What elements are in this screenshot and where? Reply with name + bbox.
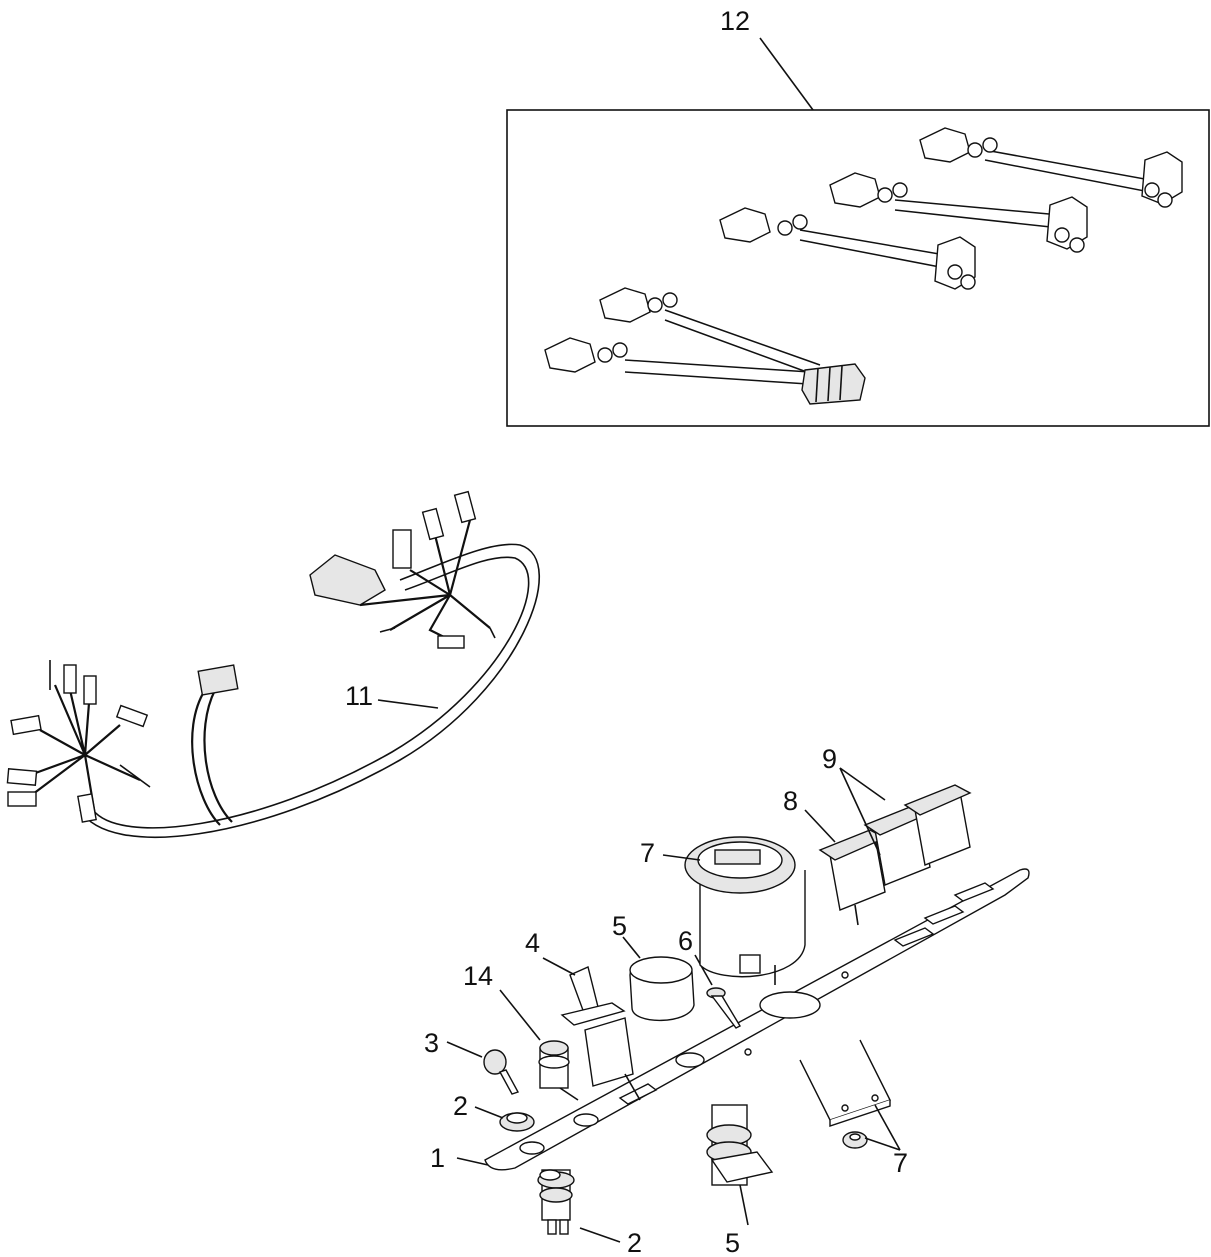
power-outlet <box>706 1104 774 1186</box>
mounting-screw <box>706 987 741 1029</box>
leader-6 <box>694 954 713 986</box>
callout-7-lower: 7 <box>893 1148 908 1178</box>
callout-7-upper: 7 <box>640 838 655 868</box>
leader-7b <box>874 1104 901 1151</box>
dash-panel-assembly <box>446 767 1030 1243</box>
dash-panel <box>484 868 1030 1171</box>
leader-2b <box>579 1227 621 1243</box>
toggle-switch <box>560 966 641 1101</box>
hex-nut <box>842 1131 868 1149</box>
callout-14: 14 <box>463 961 493 991</box>
leader-8 <box>804 809 836 843</box>
leader-11 <box>377 699 439 709</box>
key-switch <box>537 1169 575 1235</box>
callout-2-lower: 2 <box>627 1228 642 1257</box>
callout-11: 11 <box>345 681 373 711</box>
callout-8: 8 <box>783 786 798 816</box>
battery-y-cable <box>544 287 866 405</box>
leader-3 <box>446 1041 483 1058</box>
callout-12: 12 <box>720 6 750 36</box>
bezel-grommet <box>499 1112 535 1132</box>
leader-7a <box>662 854 701 861</box>
leader-4 <box>542 957 576 976</box>
battery-cable-kit <box>506 37 1210 427</box>
callout-2-upper: 2 <box>453 1091 468 1121</box>
leader-12 <box>759 37 814 111</box>
callout-6: 6 <box>678 926 693 956</box>
battery-cable <box>829 172 1088 253</box>
kit-frame <box>506 109 1210 427</box>
wire-harness <box>6 490 541 839</box>
leader-5b <box>739 1184 749 1226</box>
callout-5-upper: 5 <box>612 911 627 941</box>
callout-3: 3 <box>424 1028 439 1058</box>
leader-9a <box>839 767 886 801</box>
hour-meter <box>684 836 806 985</box>
callout-4: 4 <box>525 928 540 958</box>
outlet-cap <box>629 956 695 1022</box>
callout-5-lower: 5 <box>725 1228 740 1257</box>
harness-left-branch <box>6 660 151 823</box>
leader-5a <box>622 936 641 959</box>
harness-connector-branch <box>191 664 239 826</box>
leader-9b <box>839 767 881 856</box>
rocker-switch-9b <box>903 784 972 866</box>
callout-9: 9 <box>822 744 837 774</box>
meter-bracket <box>799 1039 891 1127</box>
harness-right-branch <box>309 490 496 649</box>
battery-cable <box>719 207 976 290</box>
indicator-light <box>538 1040 579 1101</box>
callout-1: 1 <box>430 1143 445 1173</box>
ignition-key <box>483 1049 520 1095</box>
battery-cable <box>919 127 1183 208</box>
plug-connector <box>801 363 866 405</box>
leader-14 <box>499 989 541 1041</box>
leader-2a <box>474 1106 504 1119</box>
leader-1 <box>456 1157 489 1166</box>
